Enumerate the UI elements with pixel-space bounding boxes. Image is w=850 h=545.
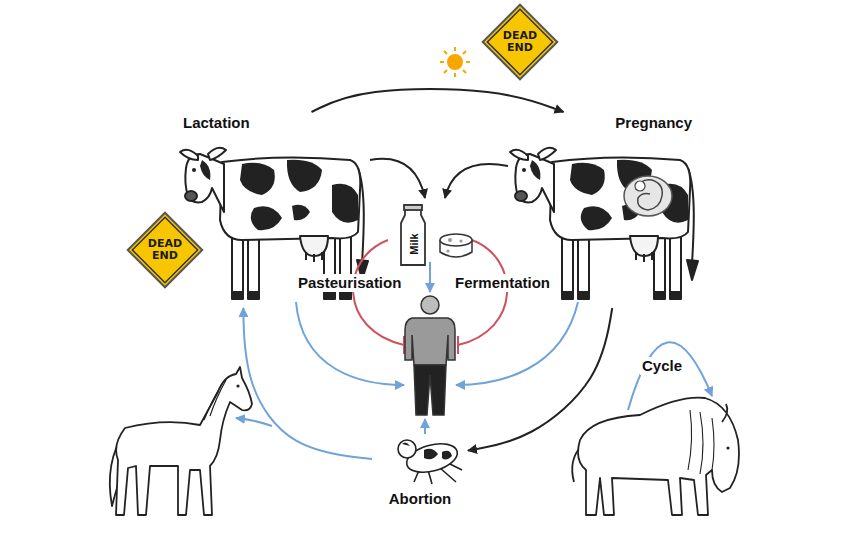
horse-figure [204, 380, 226, 420]
infection-arrows [236, 159, 712, 434]
transmission-arrow [243, 308, 372, 459]
warning-sign: DEAD END [482, 4, 558, 80]
fetus-drawing [635, 181, 645, 191]
bison-figure [726, 446, 729, 449]
stage-label: Lactation [183, 114, 250, 132]
bison-figure [572, 398, 739, 515]
infection-arrows [429, 262, 431, 292]
infection-arrows [456, 302, 578, 385]
infection-arrows [445, 164, 508, 198]
infection-arrows [236, 418, 272, 426]
infection-arrows [370, 159, 425, 198]
sign-fill [483, 5, 557, 79]
aborted-calf [398, 440, 416, 458]
aborted-calf [398, 439, 462, 484]
fetus-drawing [624, 176, 672, 216]
human-figure [405, 296, 455, 415]
stage-arrow [312, 89, 564, 112]
label-holder: Fermentation [453, 274, 552, 292]
human-figure [405, 318, 455, 365]
milk-bottle [401, 205, 425, 265]
milk-bottle [401, 205, 425, 265]
sign-border [487, 9, 552, 74]
sun-symbol [440, 47, 470, 77]
bottle-label: Milk [408, 232, 420, 255]
bison-figure [722, 404, 727, 422]
human-figure [421, 296, 439, 314]
label-holder: Milk [404, 232, 422, 255]
cheese [440, 234, 472, 246]
warning-sign: DEAD END [127, 212, 203, 288]
sun-symbol [440, 47, 470, 77]
cheese [440, 234, 472, 257]
label-holder: Cycle [640, 357, 684, 375]
horse-figure [110, 367, 252, 515]
process-label: Cycle [640, 357, 684, 375]
cheese [448, 238, 452, 242]
stage-arrow [468, 308, 612, 451]
infection-arrows [296, 302, 404, 385]
animal-figure: Abortion [372, 425, 468, 510]
infection-arrows [424, 419, 426, 434]
horse-figure [116, 367, 252, 515]
horse-figure [236, 384, 239, 387]
sun-symbol [447, 54, 463, 70]
fetus-drawing [624, 176, 672, 216]
bison-figure [688, 410, 714, 474]
process-label: Fermentation [453, 274, 552, 292]
bison-figure [578, 398, 739, 515]
inhibition-arcs [457, 336, 459, 354]
process-label: Pasteurisation [296, 274, 403, 292]
aborted-calf [442, 451, 452, 460]
fetus-drawing [636, 180, 662, 210]
human-figure [414, 365, 446, 415]
cheese [446, 249, 449, 252]
cheese [459, 239, 462, 242]
stage-label: Abortion [389, 490, 451, 508]
stage-label: Pregnancy [615, 114, 692, 132]
aborted-calf [424, 449, 438, 460]
milk-bottle [404, 205, 422, 210]
sign-text: DEAD END [503, 30, 537, 54]
aborted-calf [402, 442, 410, 446]
sign-border [132, 217, 197, 282]
sign-text: DEAD END [148, 238, 182, 262]
label-holder: Pasteurisation [296, 274, 403, 292]
sign-fill [128, 213, 202, 287]
inhibition-arcs [353, 240, 404, 345]
